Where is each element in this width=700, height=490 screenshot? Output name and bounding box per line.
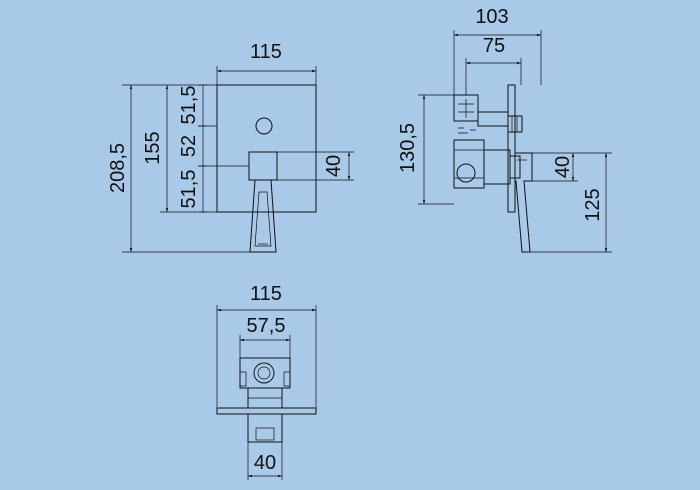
diverter-knob: [255, 117, 273, 135]
front-total-height-label: 208,5: [107, 143, 129, 193]
top-lever-handle: [247, 413, 283, 443]
top-handle-width-label: 40: [254, 452, 276, 474]
top-width-label: 115: [250, 283, 282, 305]
top-view: 115 57,5 40: [216, 283, 317, 480]
side-body-height-label: 130,5: [397, 123, 419, 173]
side-handle-offset-label: 125: [582, 188, 604, 221]
lever-handle: [249, 179, 277, 253]
lever-head: [248, 151, 278, 181]
outlet-connector: [456, 163, 476, 183]
front-segment-middle-label: 52: [178, 135, 200, 157]
side-view: 103 75 130,5 40 125: [397, 6, 612, 253]
front-view: 115 208,5 155 51,5 52 51,5 40: [107, 41, 354, 253]
top-valve-body: [239, 357, 291, 389]
side-cover-plate: [507, 84, 516, 213]
front-width-label: 115: [250, 41, 282, 63]
top-connector: [253, 362, 275, 384]
side-total-depth-label: 103: [475, 6, 508, 28]
front-plate-height-label: 155: [142, 131, 164, 164]
top-body-width-label: 57,5: [247, 315, 286, 337]
front-segment-bottom-label: 51,5: [178, 170, 200, 209]
side-body-depth-label: 75: [483, 35, 505, 57]
top-cover-plate: [216, 407, 317, 415]
side-lever-handle: [514, 152, 533, 253]
front-handle-height-label: 40: [323, 155, 345, 177]
side-handle-height-label: 40: [552, 156, 574, 178]
front-segment-top-label: 51,5: [178, 86, 200, 125]
front-cover-plate: [216, 84, 317, 213]
